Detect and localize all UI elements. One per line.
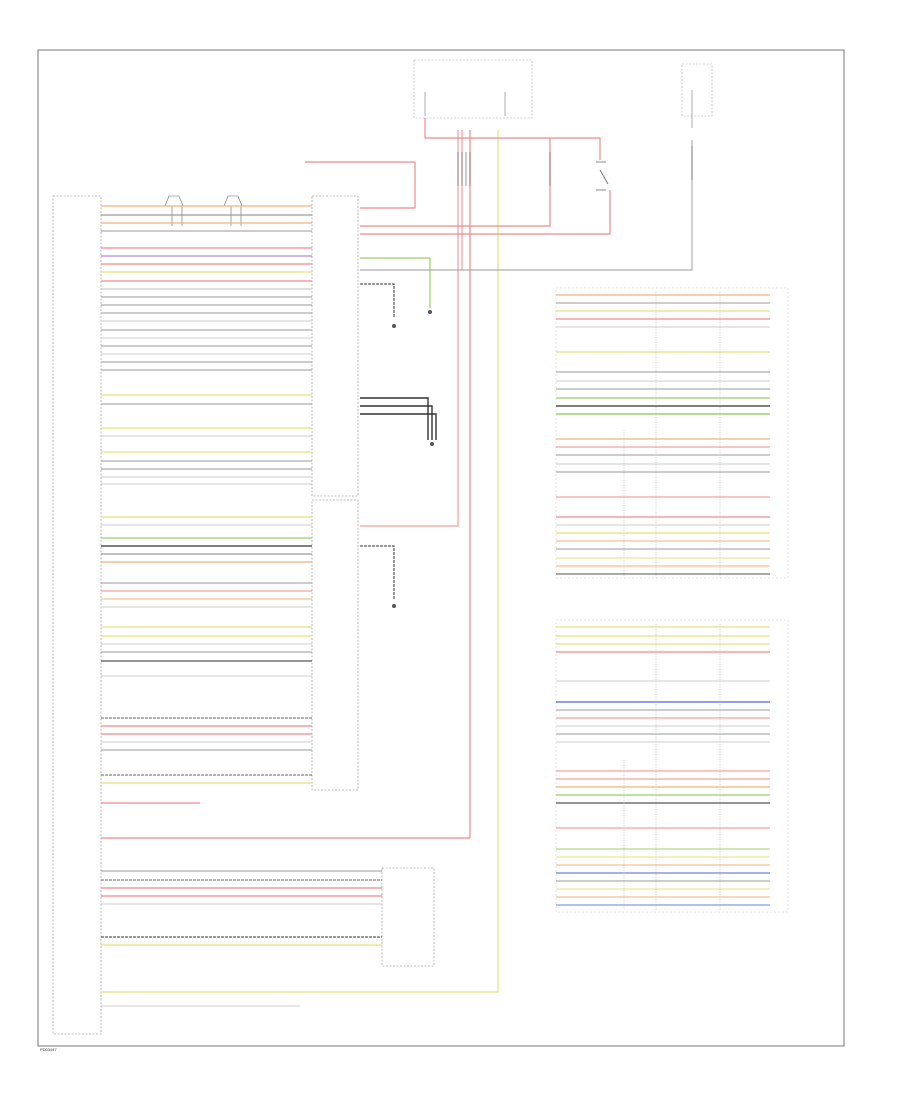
footer-code: PD03447 [40, 1047, 57, 1052]
center-top-wiring [305, 59, 713, 838]
right-upper-component [555, 287, 789, 579]
left-wire-group-1 [101, 205, 312, 478]
right-component-ties [623, 292, 721, 910]
left-wire-group-3 [101, 717, 470, 839]
relay-switch-icon [596, 161, 609, 191]
diagram-frame [37, 49, 845, 1047]
left-wire-group-4 [101, 130, 499, 993]
left-main-component [52, 195, 359, 1035]
transmission-component [381, 867, 435, 967]
right-lower-component [555, 619, 789, 913]
left-wire-group-2 [101, 516, 312, 662]
